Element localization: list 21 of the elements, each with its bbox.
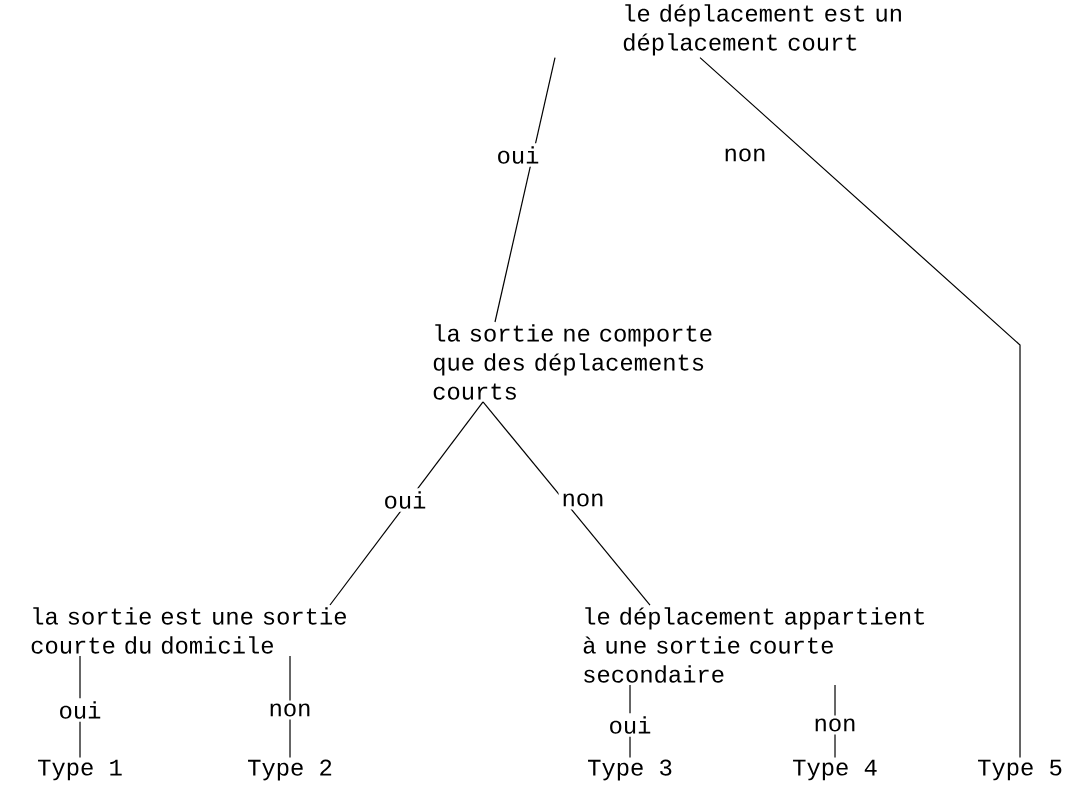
edge-label: oui — [493, 143, 543, 167]
edge-label: oui — [55, 698, 105, 722]
question-text: le déplacement appartient à une sortie courte secondaire — [583, 607, 925, 683]
edge-label: non — [265, 700, 315, 720]
edge-label: non — [810, 715, 860, 735]
outcome-text: Type 1 — [38, 759, 122, 781]
branch-line — [494, 57, 556, 323]
outcome-text: Type 2 — [248, 759, 332, 781]
question-text: la sortie ne comporte que des déplacements courts — [433, 324, 712, 400]
edge-label: oui — [605, 713, 655, 737]
branch-line — [329, 401, 484, 606]
outcome-text: Type 3 — [588, 759, 672, 781]
question-text: le déplacement est un déplacement court — [623, 4, 901, 56]
edge-label: oui — [380, 488, 430, 512]
outcome-text: Type 4 — [793, 759, 877, 781]
edge-label: non — [558, 490, 608, 510]
branch-line — [482, 401, 651, 606]
branch-line — [699, 57, 1021, 759]
question-text: la sortie est une sortie courte du domicile — [31, 607, 346, 654]
outcome-text: Type 5 — [978, 759, 1062, 781]
edge-label: non — [720, 145, 770, 165]
